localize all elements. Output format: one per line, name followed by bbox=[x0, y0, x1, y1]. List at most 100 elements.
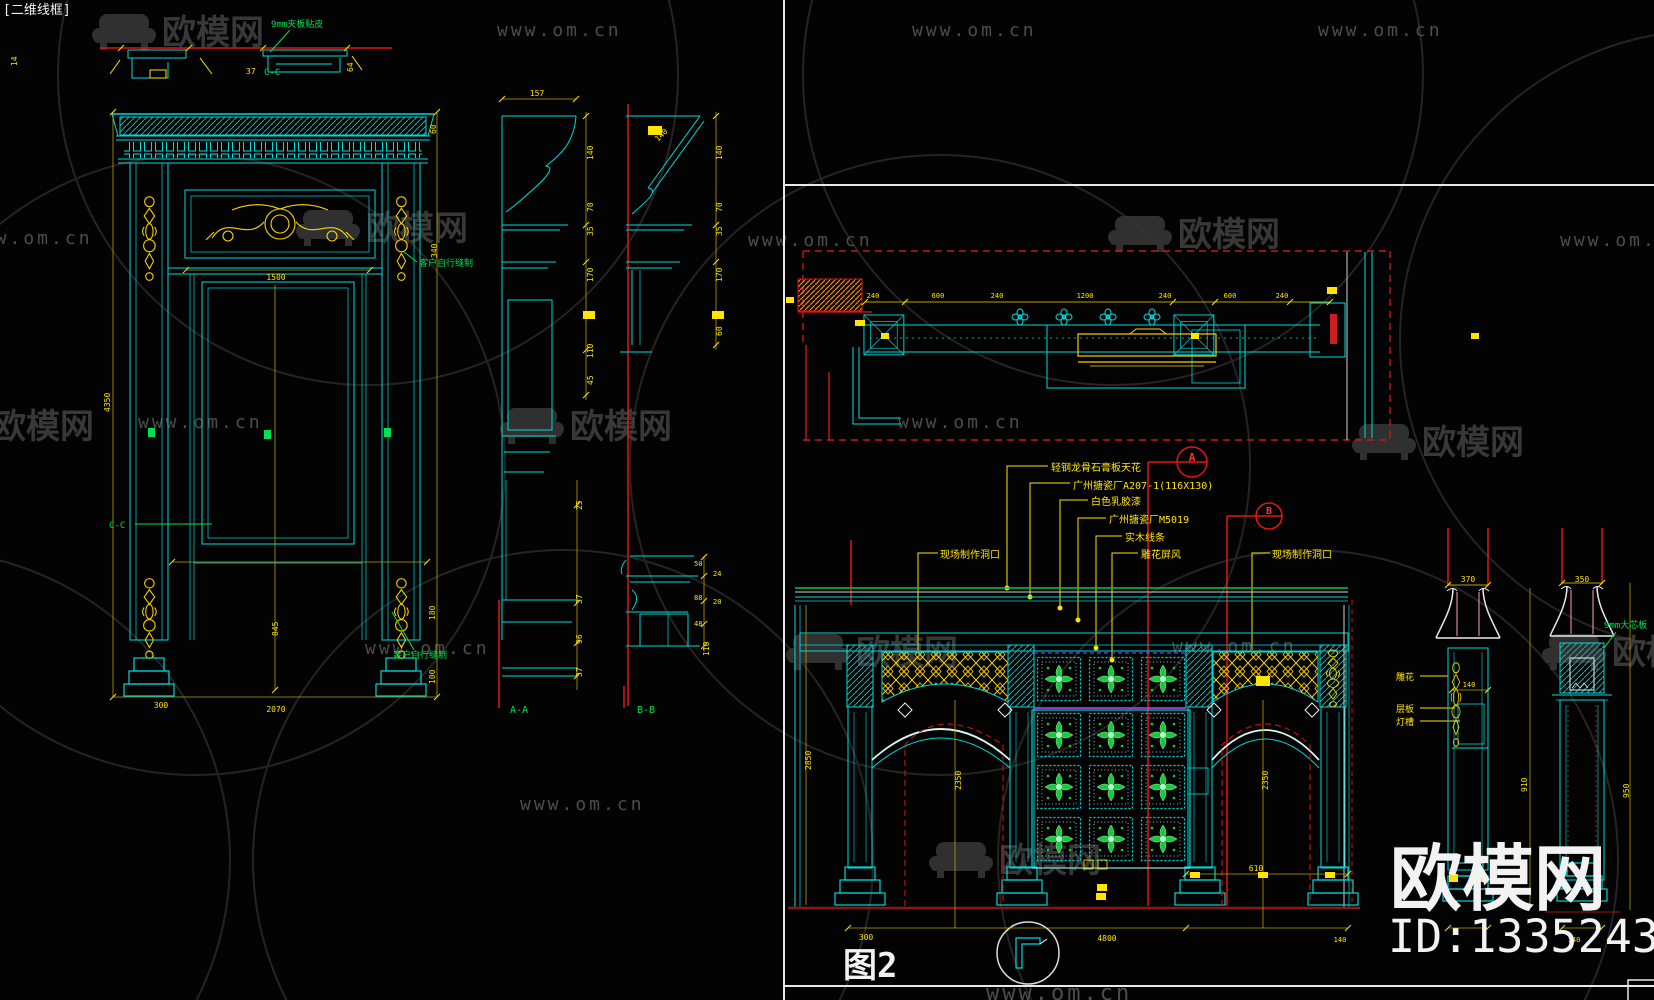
text-item: 24 bbox=[713, 570, 721, 578]
watermark-circle bbox=[802, 0, 1424, 386]
text-item: 140 bbox=[586, 145, 595, 160]
text-item: 2350 bbox=[1261, 771, 1270, 790]
watermark-logo: 欧模网 bbox=[1542, 633, 1654, 673]
text-item: A bbox=[1189, 451, 1196, 464]
text-item: 1500 bbox=[266, 273, 285, 282]
door-elevation bbox=[111, 98, 717, 698]
text-item: 110 bbox=[586, 343, 595, 358]
svg-text:欧模网: 欧模网 bbox=[1422, 423, 1524, 463]
text-item: 雕花屏风 bbox=[1141, 548, 1181, 561]
text-item: B bbox=[1266, 506, 1272, 517]
text-item: 4350 bbox=[103, 393, 112, 412]
lattice-left bbox=[881, 651, 1009, 703]
watermark-circle bbox=[0, 559, 231, 1000]
crown-section-a bbox=[498, 104, 629, 708]
watermark-url: www.om.cn bbox=[1560, 230, 1654, 251]
watermark-url: www.om.cn bbox=[365, 638, 490, 659]
text-item: 60 bbox=[429, 124, 438, 134]
watermark-logo: 欧模网 bbox=[1352, 423, 1524, 463]
text-item: 100 bbox=[428, 669, 437, 684]
dim-ticks-right bbox=[844, 298, 1606, 932]
svg-text:欧模网: 欧模网 bbox=[366, 209, 468, 249]
watermark-logo: 欧模网 bbox=[92, 13, 264, 53]
text-item: 50 bbox=[694, 560, 702, 568]
text-item: [二维线框] bbox=[3, 3, 71, 18]
text-item: 140 bbox=[1334, 936, 1347, 944]
crown-section-b bbox=[620, 115, 705, 353]
dim-blob bbox=[1478, 874, 1487, 882]
text-item: 157 bbox=[530, 89, 545, 98]
text-item: C-C bbox=[264, 68, 280, 78]
dim-ticks-left bbox=[109, 95, 720, 701]
arches bbox=[871, 702, 1320, 769]
dim-blob bbox=[1449, 874, 1458, 882]
text-item: C-C bbox=[109, 521, 125, 531]
text-item: 140 bbox=[1463, 681, 1476, 689]
watermark-circle bbox=[997, 549, 1619, 1000]
text-item: 910 bbox=[1520, 777, 1529, 792]
dim-blob bbox=[583, 311, 595, 319]
text-item: 35 bbox=[586, 226, 595, 236]
svg-text:欧模网: 欧模网 bbox=[162, 13, 264, 53]
text-item: 140 bbox=[1568, 936, 1581, 944]
dim-blob bbox=[1327, 287, 1337, 294]
text-item: 4800 bbox=[1097, 934, 1116, 943]
text-item: 35 bbox=[715, 226, 724, 236]
text-item: 70 bbox=[715, 202, 724, 212]
text-item: 现场制作洞口 bbox=[940, 548, 1000, 561]
green-marks bbox=[148, 428, 391, 439]
text-item: 64 bbox=[346, 62, 355, 72]
text-item: 2850 bbox=[804, 751, 813, 770]
text-item: 240 bbox=[867, 292, 880, 300]
watermark-circle bbox=[629, 154, 1251, 776]
text-item: 170 bbox=[715, 267, 724, 282]
text-item: 60 bbox=[715, 326, 724, 336]
text-item: 客户自行缝制 bbox=[419, 257, 473, 269]
watermark-url: www.om.cn bbox=[520, 794, 645, 815]
dim-blob bbox=[786, 297, 794, 303]
text-item: 845 bbox=[271, 621, 280, 636]
text-item: 70 bbox=[586, 202, 595, 212]
dim-blob bbox=[1097, 884, 1107, 891]
column-detail-2 bbox=[1545, 528, 1631, 929]
watermark-url: www.om.cn bbox=[912, 20, 1037, 41]
svg-text:欧模网: 欧模网 bbox=[0, 407, 94, 447]
text-item: 现场制作洞口 bbox=[1272, 548, 1332, 561]
text-item: 37 bbox=[575, 594, 584, 604]
text-item: 实木线条 bbox=[1125, 531, 1165, 544]
text-item: 9mm夹板贴皮 bbox=[271, 18, 323, 30]
text-item: A-A bbox=[510, 705, 528, 716]
svg-text:欧模网: 欧模网 bbox=[1612, 633, 1654, 673]
cornice-bands bbox=[795, 587, 1349, 652]
watermark-logo: 欧模网 bbox=[0, 407, 94, 447]
text-item: 240 bbox=[991, 292, 1004, 300]
watermark-circle bbox=[1399, 34, 1654, 646]
plan-wall-hatch bbox=[797, 278, 863, 312]
callout-leaders bbox=[917, 465, 1460, 722]
text-item: 广州搪瓷厂A207-1(116X130) bbox=[1073, 479, 1213, 492]
opening-dashed bbox=[904, 600, 1353, 906]
column-details bbox=[1436, 528, 1631, 929]
text-item: 广州搪瓷厂M5019 bbox=[1109, 513, 1189, 526]
text-item: 350 bbox=[1575, 575, 1590, 584]
text-item: 2070 bbox=[266, 705, 285, 714]
frame-lines bbox=[783, 0, 1654, 1000]
watermark-url: www.om.cn bbox=[748, 230, 873, 251]
text-item: 240 bbox=[1276, 292, 1289, 300]
dim-blob bbox=[1325, 872, 1335, 878]
text-item: 950 bbox=[1622, 783, 1631, 798]
text-item: 88 bbox=[694, 594, 702, 602]
text-item: 25 bbox=[575, 500, 584, 510]
text-item: 240 bbox=[1159, 292, 1172, 300]
text-item: 48 bbox=[694, 620, 702, 628]
plan-view bbox=[797, 250, 1391, 441]
text-item: 45 bbox=[586, 375, 595, 385]
watermark-logo: 欧模网 bbox=[500, 407, 672, 447]
watermark-circle bbox=[252, 549, 874, 1000]
text-item: 白色乳胶漆 bbox=[1091, 495, 1141, 508]
dim-blob-layer bbox=[583, 126, 1487, 900]
text-item: 轻钢龙骨石膏板天花 bbox=[1051, 461, 1141, 474]
text-item: B-B bbox=[637, 705, 655, 716]
